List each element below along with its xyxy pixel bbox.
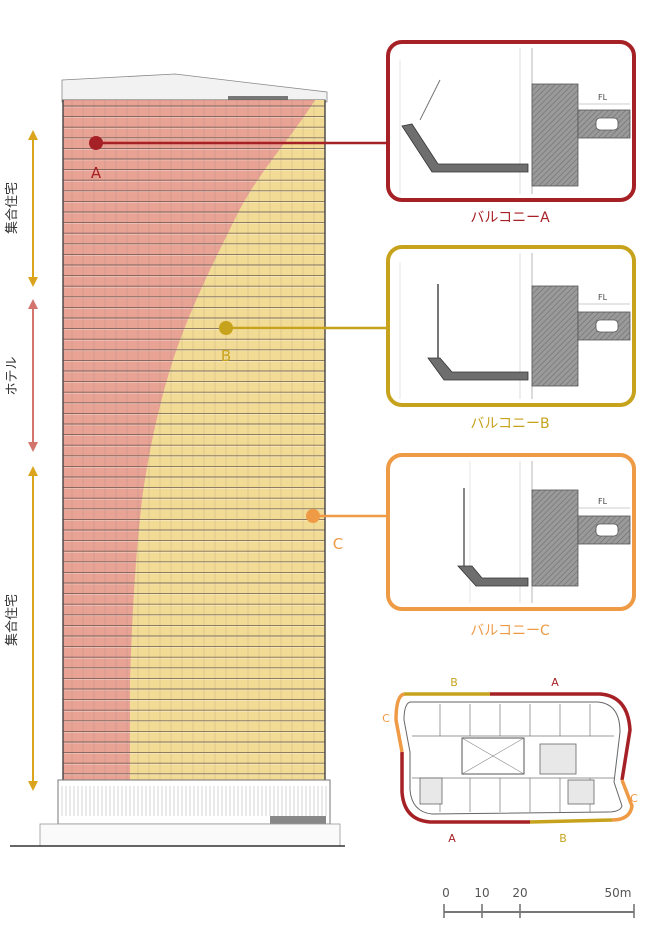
plan-label-top-b: B (450, 676, 458, 689)
podium-lines (61, 786, 327, 816)
scale-tick-10: 10 (474, 886, 489, 900)
plan-grid (412, 704, 614, 812)
leader-a (89, 136, 386, 150)
plan-label-bottom-a: A (448, 832, 456, 845)
scale-bar: 0 10 20 50m (442, 886, 635, 918)
detail-caption-c: バルコニーC (470, 623, 550, 639)
zone-arrow-residential-top (28, 130, 38, 287)
marker-c-label: C (333, 535, 343, 553)
detail-box-b: FL (386, 245, 636, 407)
scale-tick-50m: 50m (605, 886, 632, 900)
plan-label-right-c: C (630, 792, 638, 805)
plan-label-left-c: C (382, 712, 390, 725)
detail-box-c: FL (386, 453, 636, 611)
plan-label-bottom-b: B (559, 832, 567, 845)
fl-label-a: FL (598, 93, 608, 102)
mullions (71, 100, 315, 780)
detail-box-a: FL (386, 40, 636, 202)
plan-label-top-a: A (551, 676, 559, 689)
zone-label-residential-top: 集合住宅 (4, 182, 20, 234)
zone-label-hotel: ホテル (5, 356, 20, 395)
section-drawing-c: FL (457, 461, 631, 603)
section-drawing-b: FL (399, 253, 631, 399)
floor-plan: B A C C A B (382, 676, 638, 845)
fl-label-b: FL (598, 293, 608, 302)
detail-caption-b: バルコニーB (470, 416, 549, 432)
section-drawing-a: FL (399, 48, 631, 194)
marker-b-label: B (221, 347, 231, 365)
zone-yellow-area (130, 100, 325, 780)
scale-tick-20: 20 (512, 886, 527, 900)
leader-c (306, 509, 386, 523)
zone-arrow-hotel (28, 299, 38, 452)
tower-elevation (10, 73, 345, 847)
zone-label-residential-bottom: 集合住宅 (4, 594, 20, 646)
scale-tick-0: 0 (442, 886, 450, 900)
zone-arrow-residential-bottom (28, 466, 38, 791)
detail-caption-a: バルコニーA (470, 210, 550, 226)
marker-a-label: A (91, 164, 102, 182)
fl-label-c: FL (598, 497, 608, 506)
floor-lines (60, 105, 328, 776)
leader-b (219, 321, 386, 335)
